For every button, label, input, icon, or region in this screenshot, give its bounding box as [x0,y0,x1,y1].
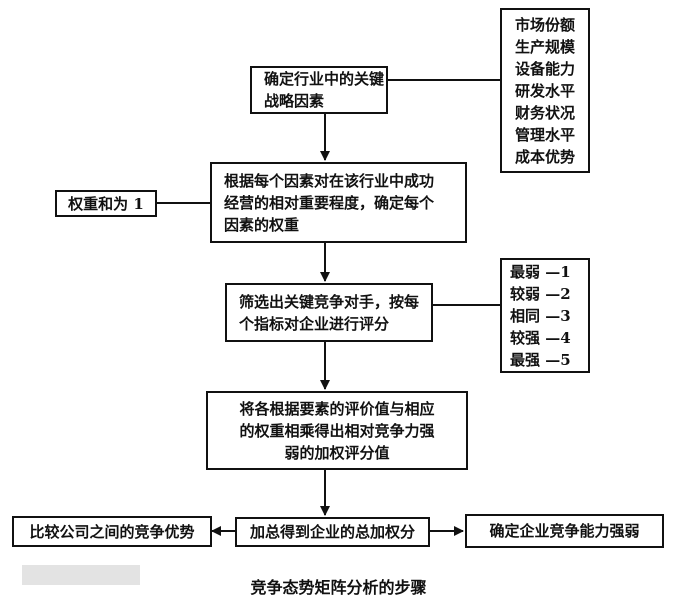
result-compare-advantage: 比较公司之间的竞争优势 [12,516,212,547]
step4-weighted-score: 将各根据要素的评价值与相应 的权重相乘得出相对竞争力强 弱的加权评分值 [206,391,468,470]
step2-line-2: 经营的相对重要程度，确定每个 [224,193,435,212]
rating-item: 最强 —5 [510,350,571,369]
weight-sum-note: 权重和为 1 [55,190,157,217]
step1-line-2: 战略因素 [264,92,325,110]
rating-item: 较弱 —2 [510,284,571,303]
factor-item: 研发水平 [514,81,575,100]
step2-line-1: 根据每个因素对在该行业中成功 [224,171,435,190]
watermark-placeholder [22,565,140,585]
step5-text: 加总得到企业的总加权分 [249,523,415,541]
step1-line-1: 确定行业中的关键 [264,70,385,88]
rating-scale-list: 最弱 —1 较弱 —2 相同 —3 较强 —4 最强 —5 [500,258,590,373]
result-determine-strength: 确定企业竞争能力强弱 [465,514,664,548]
step2-line-3: 因素的权重 [224,215,300,234]
rating-item: 较强 —4 [510,328,571,347]
step4-line-2: 的权重相乘得出相对竞争力强 [239,421,435,440]
rating-item: 最弱 —1 [510,262,571,281]
right-result-text: 确定企业竞争能力强弱 [489,522,640,540]
step4-line-1: 将各根据要素的评价值与相应 [239,399,435,418]
factor-item: 设备能力 [514,59,575,78]
factor-item: 市场份额 [514,15,575,34]
factor-item: 财务状况 [514,103,575,122]
step1-identify-key-factors: 确定行业中的关键 战略因素 [250,66,388,114]
step3-line-1: 筛选出关键竞争对手，按每 [239,292,420,311]
key-factors-list: 市场份额 生产规模 设备能力 研发水平 财务状况 管理水平 成本优势 [500,8,590,173]
step2-assign-weights: 根据每个因素对在该行业中成功 经营的相对重要程度，确定每个 因素的权重 [210,162,467,243]
step5-total-score: 加总得到企业的总加权分 [235,517,430,547]
diagram-caption: 竞争态势矩阵分析的步骤 [250,578,427,597]
step4-line-3: 弱的加权评分值 [284,443,390,462]
weight-sum-text: 权重和为 1 [68,194,144,213]
factor-item: 管理水平 [514,125,575,144]
factor-item: 成本优势 [514,147,575,166]
step3-line-2: 个指标对企业进行评分 [239,314,390,333]
left-result-text: 比较公司之间的竞争优势 [29,522,195,541]
factor-item: 生产规模 [514,37,575,56]
step3-select-competitors: 筛选出关键竞争对手，按每 个指标对企业进行评分 [225,283,433,342]
rating-item: 相同 —3 [510,306,571,325]
